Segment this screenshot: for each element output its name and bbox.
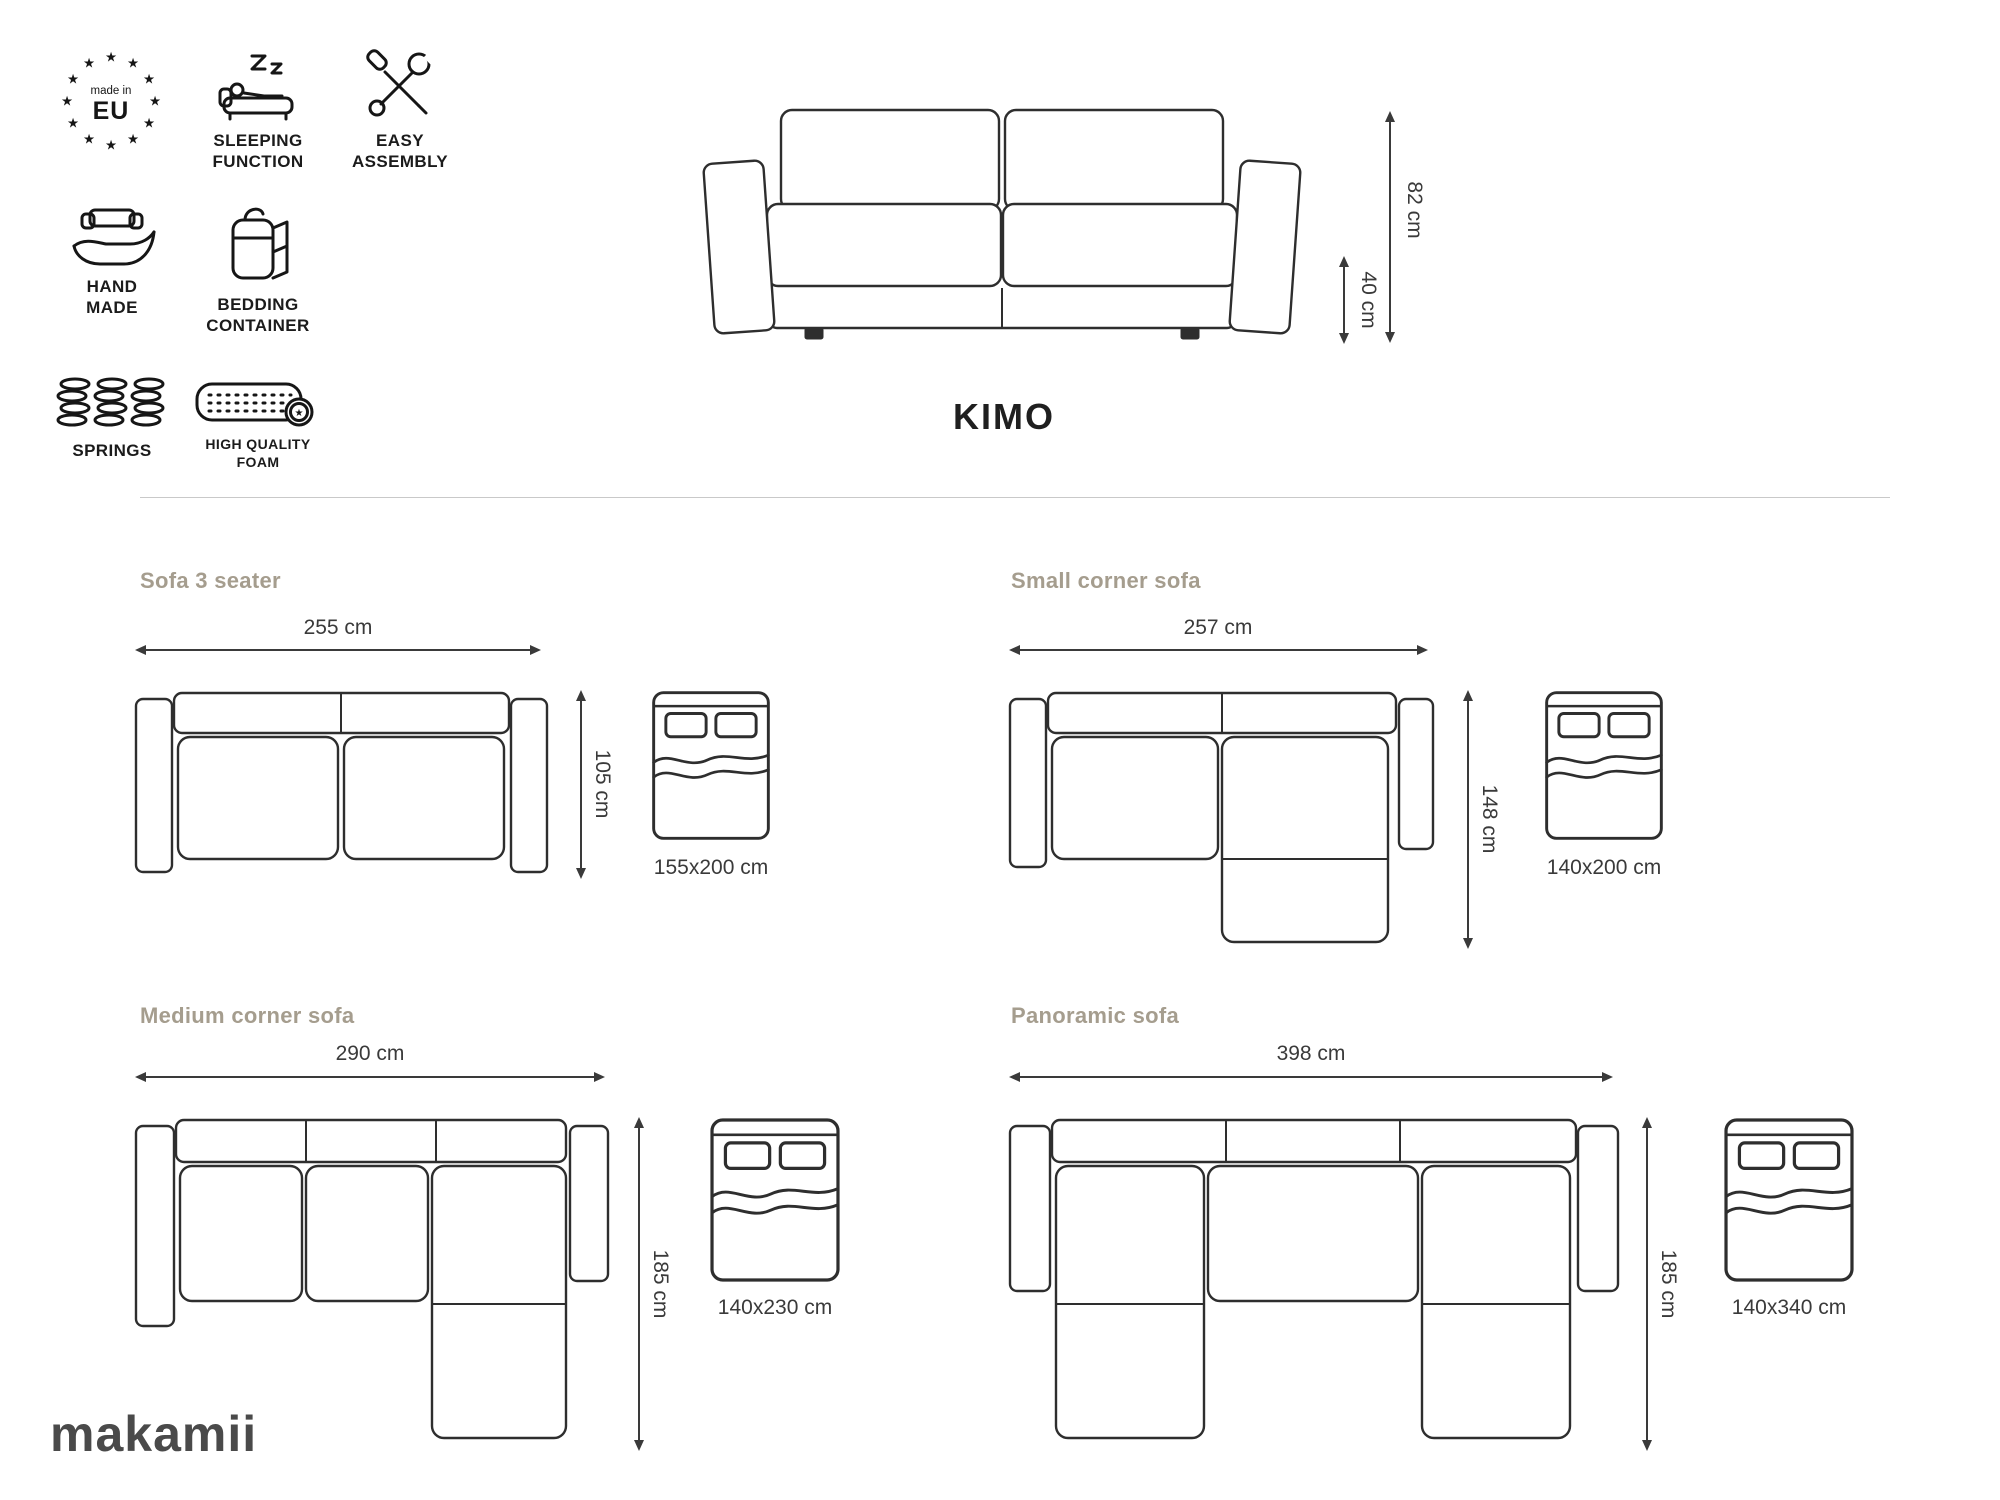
brand-logo: makamii <box>50 1406 258 1462</box>
svg-text:★: ★ <box>105 138 117 153</box>
badge-bedding-container: BEDDING CONTAINER <box>182 200 334 337</box>
svg-text:★: ★ <box>67 116 79 131</box>
variant-heading-medium-corner: Medium corner sofa <box>140 1003 355 1028</box>
svg-text:★: ★ <box>149 94 161 109</box>
badge-easy-assembly: EASY ASSEMBLY <box>332 48 468 173</box>
bed-size-label: 140x230 cm <box>717 1296 833 1319</box>
svg-text:★: ★ <box>105 50 117 65</box>
svg-text:★: ★ <box>61 94 73 109</box>
badge-high-quality-foam: ★ HIGH QUALITY FOAM <box>180 376 336 471</box>
depth-arrow <box>1642 1117 1652 1451</box>
bed-size-icon <box>1724 1118 1854 1282</box>
sleeping-function-icon <box>218 54 294 121</box>
svg-text:★: ★ <box>83 132 95 147</box>
svg-text:★: ★ <box>83 55 95 70</box>
badge-hand-made: HAND MADE <box>48 206 176 319</box>
badge-made-in-eu: ★ ★ ★ ★ ★ ★ ★ ★ ★ ★ ★ ★ made in EU <box>50 42 172 160</box>
width-label: 398 cm <box>1276 1042 1346 1065</box>
svg-text:★: ★ <box>127 132 139 147</box>
bedding-container-icon <box>231 207 289 280</box>
width-arrow <box>135 1072 605 1082</box>
product-title: KIMO <box>953 396 1055 437</box>
bed-size-label: 140x340 cm <box>1731 1296 1847 1319</box>
variant-heading-sofa-3-seater: Sofa 3 seater <box>140 568 281 593</box>
depth-label: 185 cm <box>1657 1249 1680 1319</box>
easy-assembly-icon <box>366 49 436 117</box>
sofa-3-seater-drawing <box>134 691 549 874</box>
depth-arrow <box>634 1117 644 1451</box>
eu-label: EU <box>93 97 130 125</box>
made-in-label: made in <box>91 85 132 97</box>
bed-size-label: 155x200 cm <box>653 856 769 879</box>
width-arrow <box>1009 1072 1613 1082</box>
width-label: 290 cm <box>335 1042 405 1065</box>
total-height-arrow <box>1385 111 1395 343</box>
medium-corner-sofa-drawing <box>134 1118 610 1440</box>
springs-icon <box>56 377 165 427</box>
depth-label: 148 cm <box>1478 784 1501 854</box>
badge-sleeping-function: SLEEPING FUNCTION <box>180 48 336 173</box>
depth-arrow <box>576 690 586 879</box>
total-height-label: 82 cm <box>1403 181 1426 239</box>
badge-springs: SPRINGS <box>42 374 182 461</box>
svg-text:★: ★ <box>295 408 304 419</box>
width-label: 255 cm <box>303 616 373 639</box>
depth-label: 105 cm <box>591 749 614 819</box>
variant-heading-small-corner: Small corner sofa <box>1011 568 1201 593</box>
small-corner-sofa-drawing <box>1008 691 1435 944</box>
hand-made-icon <box>72 208 156 266</box>
bed-size-icon <box>1545 691 1663 840</box>
bed-size-label: 140x200 cm <box>1546 856 1662 879</box>
svg-text:★: ★ <box>143 116 155 131</box>
depth-label: 185 cm <box>649 1249 672 1319</box>
eu-stars-icon: ★ ★ ★ ★ ★ ★ ★ ★ ★ ★ ★ ★ made in EU <box>61 50 161 153</box>
section-divider <box>140 497 1890 498</box>
svg-text:★: ★ <box>143 72 155 87</box>
width-arrow <box>135 645 541 655</box>
svg-text:★: ★ <box>67 72 79 87</box>
svg-text:★: ★ <box>127 55 139 70</box>
badge-label: BEDDING CONTAINER <box>206 295 310 336</box>
seat-height-arrow <box>1339 256 1349 344</box>
width-arrow <box>1009 645 1428 655</box>
variant-heading-panoramic: Panoramic sofa <box>1011 1003 1180 1028</box>
bed-size-icon <box>710 1118 840 1282</box>
badge-label: EASY ASSEMBLY <box>351 131 449 172</box>
width-label: 257 cm <box>1183 616 1253 639</box>
depth-arrow <box>1463 690 1473 949</box>
badge-label: SPRINGS <box>72 441 152 460</box>
high-quality-foam-icon: ★ <box>195 382 314 427</box>
badge-label: HAND MADE <box>86 277 138 318</box>
badge-label: SLEEPING FUNCTION <box>212 131 304 172</box>
bed-size-icon <box>652 691 770 840</box>
seat-height-label: 40 cm <box>1357 271 1380 329</box>
panoramic-sofa-drawing <box>1008 1118 1620 1440</box>
badge-label: HIGH QUALITY FOAM <box>205 436 311 470</box>
hero-sofa-drawing <box>702 108 1302 340</box>
